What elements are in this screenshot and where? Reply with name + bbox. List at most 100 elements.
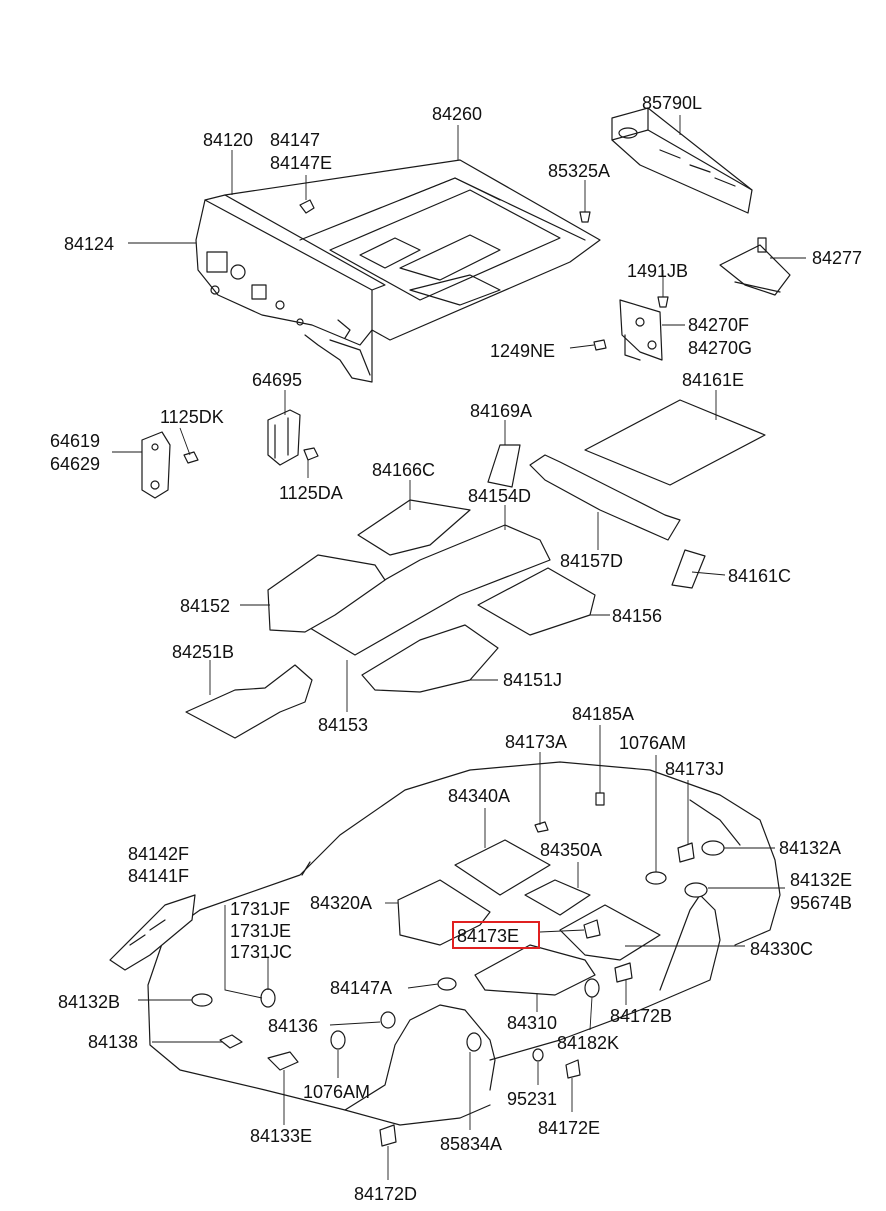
pad-84173J [677, 842, 695, 863]
mat-84320A [397, 879, 491, 946]
label-84330C: 84330C [750, 939, 813, 959]
label-1731JE: 1731JE [230, 921, 291, 941]
console-trim-85790L [611, 107, 753, 214]
car-body-outline [147, 761, 781, 1126]
leader-lines [112, 115, 806, 1180]
label-64629: 64629 [50, 454, 100, 474]
label-95231: 95231 [507, 1089, 557, 1109]
label-84132A: 84132A [779, 838, 841, 858]
pad-84161E [584, 399, 766, 486]
label-84161E: 84161E [682, 370, 744, 390]
label-84173E[interactable]: 84173E [457, 926, 519, 946]
label-84340A: 84340A [448, 786, 510, 806]
highlight-box-84173E [452, 921, 540, 949]
label-84120: 84120 [203, 130, 253, 150]
label-84136: 84136 [268, 1016, 318, 1036]
label-84156: 84156 [612, 606, 662, 626]
label-1125DA: 1125DA [279, 483, 343, 503]
label-84182K: 84182K [557, 1033, 619, 1053]
mat-84350A [524, 879, 591, 916]
label-1076AM-bottom: 1076AM [303, 1082, 370, 1102]
label-1125DK: 1125DK [160, 407, 224, 427]
bolt-1249NE [593, 339, 607, 351]
plug-84136 [380, 1011, 396, 1029]
pad-84152 [267, 554, 386, 633]
plug-85834A [466, 1032, 482, 1052]
plug-84182K [584, 978, 600, 998]
label-85790L: 85790L [642, 93, 702, 113]
bracket-64695 [267, 409, 301, 466]
label-84260: 84260 [432, 104, 482, 124]
pad-84251B [185, 664, 313, 739]
clip-85325A [579, 211, 591, 223]
label-1731JF: 1731JF [230, 899, 290, 919]
label-84173J: 84173J [665, 759, 724, 779]
label-84185A: 84185A [572, 704, 634, 724]
label-1491JB: 1491JB [627, 261, 688, 281]
label-84350A: 84350A [540, 840, 602, 860]
label-84169A: 84169A [470, 401, 532, 421]
label-84138: 84138 [88, 1032, 138, 1052]
label-1249NE: 1249NE [490, 341, 555, 361]
label-84153: 84153 [318, 715, 368, 735]
label-84133E: 84133E [250, 1126, 312, 1146]
pad-84185A [595, 792, 605, 806]
label-84152: 84152 [180, 596, 230, 616]
pad-84169A [487, 444, 521, 488]
bolt-1125DA [303, 447, 319, 461]
bracket-84277 [719, 237, 791, 296]
label-84161C: 84161C [728, 566, 791, 586]
label-85325A: 85325A [548, 161, 610, 181]
plug-84132E [684, 882, 708, 898]
label-84320A: 84320A [310, 893, 372, 913]
plug-1076AM-top [645, 871, 667, 885]
pad-84151J [361, 624, 499, 693]
label-84173A: 84173A [505, 732, 567, 752]
plug-1076AM-bottom [330, 1030, 346, 1050]
label-64619: 64619 [50, 431, 100, 451]
label-84270G: 84270G [688, 338, 752, 358]
pad-84172B [614, 962, 633, 983]
bolt-1491JB [657, 296, 669, 308]
pad-84172E [565, 1059, 581, 1079]
pad-84172D [379, 1124, 397, 1147]
pad-84166C [357, 499, 471, 556]
pad-84154D [304, 524, 551, 656]
label-84147A: 84147A [330, 978, 392, 998]
label-84124: 84124 [64, 234, 114, 254]
label-85834A: 85834A [440, 1134, 502, 1154]
plug-84132A [701, 840, 725, 856]
label-84172D: 84172D [354, 1184, 417, 1204]
pad-84138 [219, 1034, 243, 1049]
plug-95231 [532, 1048, 544, 1062]
label-84147E: 84147E [270, 153, 332, 173]
label-84147: 84147 [270, 130, 320, 150]
label-84277: 84277 [812, 248, 862, 268]
mat-84330C [559, 904, 661, 961]
pad-84161C [671, 549, 706, 589]
plug-84147A [437, 977, 457, 991]
label-84310: 84310 [507, 1013, 557, 1033]
label-64695: 64695 [252, 370, 302, 390]
part-labels: 84260 85790L 84120 84147 84147E 85325A 8… [50, 93, 862, 1204]
plug-84132B [191, 993, 213, 1007]
floor-panel-assembly [195, 159, 601, 383]
hook-84270 [619, 299, 663, 361]
bolt-1125DK [183, 451, 199, 464]
clip-84133E [267, 1051, 299, 1071]
label-84141F: 84141F [128, 866, 189, 886]
label-1076AM-top: 1076AM [619, 733, 686, 753]
label-84142F: 84142F [128, 844, 189, 864]
label-84154D: 84154D [468, 486, 531, 506]
mat-84340A [454, 839, 551, 896]
bracket-64619 [141, 431, 171, 499]
pad-84173A [534, 821, 549, 833]
label-84151J: 84151J [503, 670, 562, 690]
pad-84156 [477, 567, 596, 636]
label-84270F: 84270F [688, 315, 749, 335]
plug-1731J [260, 988, 276, 1008]
label-84157D: 84157D [560, 551, 623, 571]
label-84166C: 84166C [372, 460, 435, 480]
label-84172E: 84172E [538, 1118, 600, 1138]
